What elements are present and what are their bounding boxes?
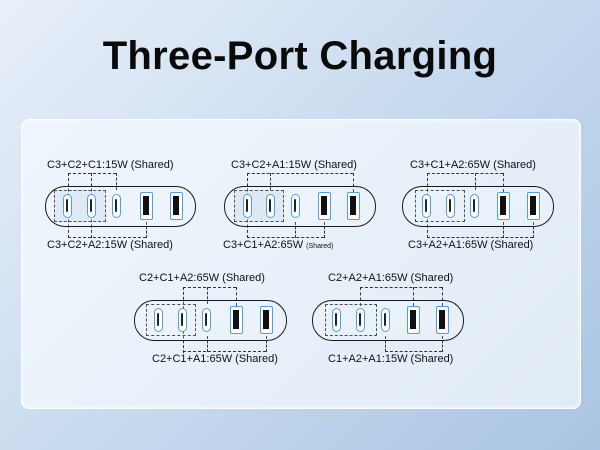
connector-line	[503, 173, 504, 192]
connector-line	[442, 336, 443, 352]
combo-top-label: C2+C1+A2:65W (Shared)	[139, 272, 265, 284]
connector-line	[475, 173, 476, 190]
usb-a-port-a2-icon	[497, 192, 510, 220]
combo-bottom-suffix: (Shared)	[306, 243, 334, 250]
connector-line	[207, 287, 208, 304]
shared-region-box	[325, 304, 377, 336]
usb-a-port-a2-icon	[407, 306, 420, 334]
usb-c-port-c1-icon	[112, 194, 121, 218]
combo-top-label: C3+C1+A2:65W (Shared)	[410, 159, 536, 171]
connector-line	[183, 287, 236, 288]
usb-a-port-a1-icon	[260, 306, 273, 334]
usb-c-port-c1-icon	[381, 308, 390, 332]
diagram-panel	[21, 119, 581, 409]
connector-line	[413, 287, 414, 306]
shared-region-box	[415, 190, 465, 222]
connector-line	[183, 351, 266, 352]
usb-c-port-c2-icon	[87, 194, 96, 218]
usb-a-port-a2-icon	[318, 192, 331, 220]
usb-c-port-c1-icon	[470, 194, 479, 218]
usb-a-port-a2-icon	[140, 192, 153, 220]
usb-c-port-c3-icon	[243, 194, 252, 218]
usb-a-port-a2-icon	[230, 306, 243, 334]
connector-line	[385, 351, 442, 352]
connector-line	[385, 336, 386, 352]
connector-line	[427, 237, 533, 238]
usb-c-port-c3-icon	[63, 194, 72, 218]
connector-line	[427, 173, 503, 174]
connector-line	[442, 287, 443, 306]
combo-top-label: C2+A2+A1:65W (Shared)	[328, 272, 454, 284]
combo-bottom-label: C3+C2+A2:15W (Shared)	[47, 239, 173, 251]
connector-line	[68, 237, 146, 238]
connector-line	[270, 173, 271, 190]
usb-c-port-c3-icon	[154, 308, 163, 332]
combo-bottom-label: C1+A2+A1:15W (Shared)	[328, 353, 454, 365]
usb-c-port-c2-icon	[178, 308, 187, 332]
connector-line	[68, 173, 116, 174]
combo-bottom-label: C3+C1+A2:65W (Shared)	[223, 239, 333, 253]
shared-region-box	[146, 304, 196, 336]
connector-line	[116, 173, 117, 190]
combo-top-label: C3+C2+C1:15W (Shared)	[47, 159, 174, 171]
connector-line	[247, 237, 324, 238]
usb-a-port-a1-icon	[436, 306, 449, 334]
connector-line	[353, 173, 354, 192]
usb-c-port-c1-icon	[202, 308, 211, 332]
usb-c-port-c3-icon	[422, 194, 431, 218]
usb-a-port-a1-icon	[527, 192, 540, 220]
connector-line	[324, 222, 325, 238]
combo-bottom-label: C3+A2+A1:65W (Shared)	[408, 239, 534, 251]
usb-a-port-a1-icon	[170, 192, 183, 220]
combo-bottom-label: C2+C1+A1:65W (Shared)	[152, 353, 278, 365]
page-title: Three-Port Charging	[102, 34, 498, 78]
usb-a-port-a1-icon	[347, 192, 360, 220]
combo-bottom-text: C3+C1+A2:65W	[223, 239, 304, 251]
connector-line	[266, 336, 267, 352]
usb-c-port-c1-icon	[291, 194, 300, 218]
connector-line	[360, 287, 442, 288]
connector-line	[360, 287, 361, 306]
connector-line	[146, 222, 147, 238]
connector-line	[295, 222, 296, 238]
connector-line	[503, 222, 504, 238]
usb-c-port-c2-icon	[446, 194, 455, 218]
connector-line	[207, 336, 208, 352]
connector-line	[247, 173, 353, 174]
combo-top-label: C3+C2+A1:15W (Shared)	[231, 159, 357, 171]
connector-line	[533, 222, 534, 238]
usb-c-port-c3-icon	[332, 308, 341, 332]
usb-c-port-c2-icon	[266, 194, 275, 218]
usb-c-port-c2-icon	[356, 308, 365, 332]
connector-line	[236, 287, 237, 306]
